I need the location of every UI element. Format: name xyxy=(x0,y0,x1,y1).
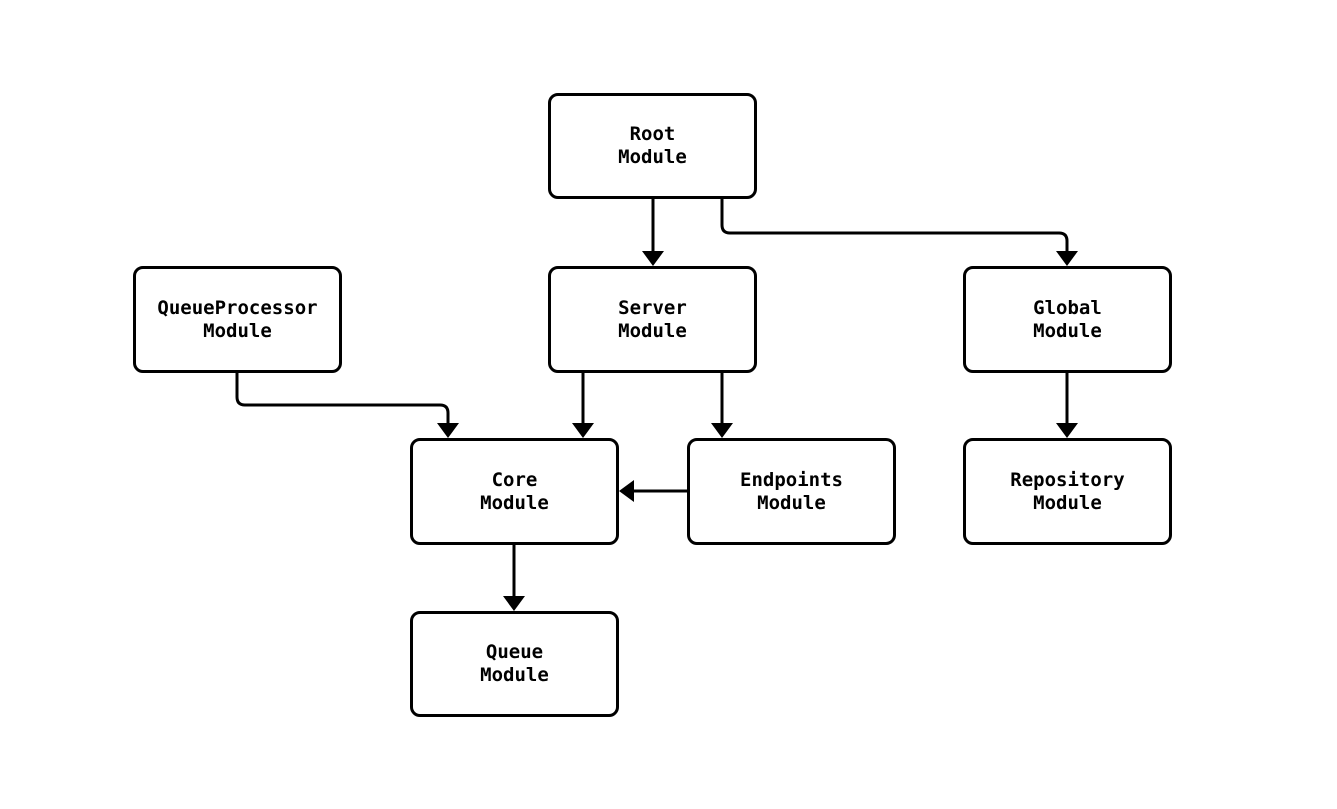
edge-endpoints-to-core xyxy=(619,480,687,502)
edge-line xyxy=(235,373,450,423)
node-queue-module-label: Queue Module xyxy=(480,641,549,686)
node-repository-module-label: Repository Module xyxy=(1010,468,1125,514)
node-server-module: Server Module xyxy=(548,266,757,373)
edge-root-to-server xyxy=(642,199,664,266)
arrowhead-icon xyxy=(437,423,459,438)
node-root-module: Root Module xyxy=(548,93,757,199)
node-queueprocessor-module: QueueProcessor Module xyxy=(133,266,342,373)
node-repository-module: Repository Module xyxy=(963,438,1172,545)
node-queue-module: Queue Module xyxy=(410,611,619,717)
node-endpoints-module-label: Endpoints Module xyxy=(740,468,843,514)
node-global-module-label: Global Module xyxy=(1033,296,1102,342)
arrowhead-icon xyxy=(642,251,664,266)
arrowhead-icon xyxy=(1056,251,1078,266)
node-core-module-label: Core Module xyxy=(480,468,549,514)
edge-server-to-core xyxy=(572,373,594,438)
arrowhead-icon xyxy=(619,480,634,502)
node-queueprocessor-module-label: QueueProcessor Module xyxy=(157,296,318,342)
node-root-module-label: Root Module xyxy=(618,123,687,168)
node-global-module: Global Module xyxy=(963,266,1172,373)
arrowhead-icon xyxy=(711,423,733,438)
edge-line xyxy=(720,199,1069,251)
arrowhead-icon xyxy=(503,596,525,611)
arrowhead-icon xyxy=(572,423,594,438)
edge-core-to-queue xyxy=(503,545,525,611)
node-server-module-label: Server Module xyxy=(618,296,687,342)
arrowhead-icon xyxy=(1056,423,1078,438)
edge-global-to-repository xyxy=(1056,373,1078,438)
node-core-module: Core Module xyxy=(410,438,619,545)
node-endpoints-module: Endpoints Module xyxy=(687,438,896,545)
edge-server-to-endpoints xyxy=(711,373,733,438)
edge-queueprocessor-to-core xyxy=(235,373,459,438)
edge-root-to-global xyxy=(720,199,1078,266)
